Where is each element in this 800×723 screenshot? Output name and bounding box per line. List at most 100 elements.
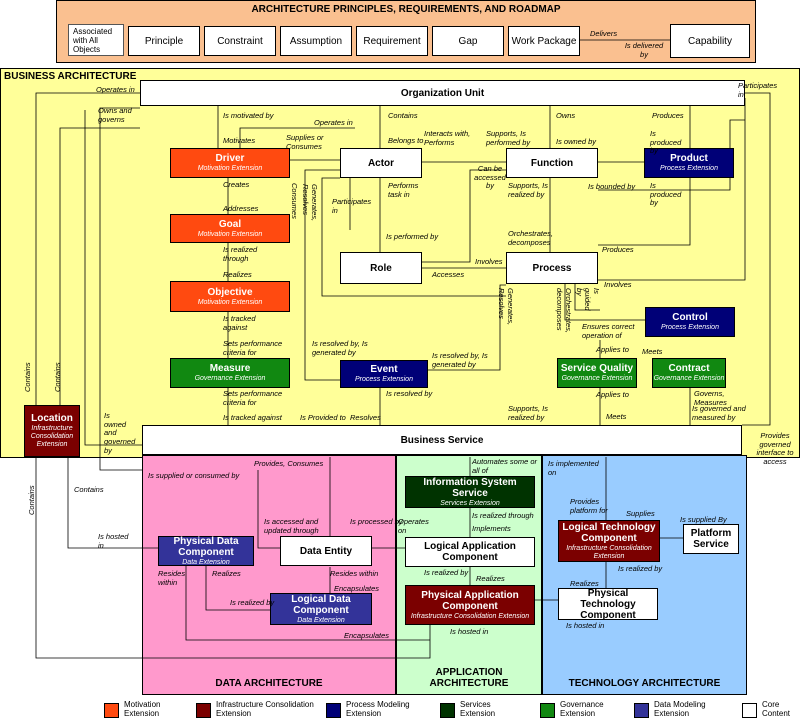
rel-sets-perf: Sets performance criteria for [223,339,283,357]
rel-is-supplied-by: Is supplied By [680,515,727,524]
service-quality-label: Service Quality [560,363,634,375]
rel-addresses: Addresses [223,204,259,213]
rel-ensures: Ensures correct operation of [582,322,635,340]
event-ext: Process Extension [355,376,413,384]
process-box[interactable]: Process [506,252,598,284]
is-delivered-by-label: Is delivered by [624,41,664,59]
rel-is-guided-by: Is guided by [574,288,601,311]
rel-is-tracked-against: Is tracked against [223,314,256,332]
rel-encapsulates: Encapsulates [334,584,380,593]
rel-applies-to-2: Applies to [596,390,629,399]
physical-technology-component-box[interactable]: Physical Technology Component [558,588,658,621]
data-entity-box[interactable]: Data Entity [280,536,372,566]
rel-is-resolved-gen: Is resolved by, Is generated by [312,339,368,357]
rel-supplies: Supplies [626,509,655,518]
rel-generates-resolves: Generates, Resolves [301,184,319,222]
rel-is-realized-by: Is realized by [424,568,469,577]
constraint-label: Constraint [217,35,263,47]
platform-service-box[interactable]: Platform Service [683,524,739,554]
rel-involves: Involves [475,257,503,266]
work-package-box[interactable]: Work Package [508,26,580,56]
organization-unit-box[interactable]: Organization Unit [140,80,745,106]
rel-supports-realized: Supports, Is realized by [508,181,549,199]
legend-services-label: Services Extension [460,700,496,719]
gap-box[interactable]: Gap [432,26,504,56]
principle-box[interactable]: Principle [128,26,200,56]
rel-implements: Implements [472,524,511,533]
rel-realizes-4: Realizes [570,579,599,588]
capability-box[interactable]: Capability [670,24,750,58]
rel-applies-to: Applies to [596,345,629,354]
rel-is-resolved-gen-2: Is resolved by, Is generated by [432,351,488,369]
rel-owns-governs: Owns and governs [98,106,132,124]
event-label: Event [370,364,398,376]
function-box[interactable]: Function [506,148,598,178]
rel-resides-within: Resides within [158,569,186,587]
rel-contains-l2: Contains [53,362,62,392]
legend-governance-swatch [540,703,555,718]
rel-participates-in: Participates in [738,81,778,99]
goal-label: Goal [218,218,242,230]
rel-is-motivated-by: Is motivated by [223,111,274,120]
contract-ext: Governance Extension [653,375,725,383]
rel-governs: Governs, Measures [694,389,727,407]
technology-architecture-title: TECHNOLOGY ARCHITECTURE [568,678,721,689]
rel-involves-2: Involves [604,280,632,289]
physical-application-component-label: Physical Application Component [421,589,519,612]
application-architecture-title: APPLICATION ARCHITECTURE [429,667,509,689]
rel-is-provided-to: Is Provided to [300,413,346,422]
rel-is-realized-through-2: Is realized through [472,511,534,520]
rel-meets: Meets [642,347,663,356]
rel-orchestrates-2: Orchestrates, decomposes [555,288,573,334]
legend-core-label: Core Content [762,700,791,719]
control-label: Control [672,312,708,324]
function-label: Function [530,157,574,169]
assumption-box[interactable]: Assumption [280,26,352,56]
location-ext: Infrastructure Consolidation Extension [30,425,74,448]
requirement-box[interactable]: Requirement [356,26,428,56]
rel-is-realized-through: Is realized through [223,245,258,263]
rel-can-be-accessed: Can be accessed by [474,164,506,191]
associated-label: Associated with All Objects [68,24,124,56]
rel-contains-d2: Contains [74,485,104,494]
legend-data-modeling-swatch [634,703,649,718]
actor-label: Actor [367,157,395,169]
principle-label: Principle [144,35,184,47]
business-service-box[interactable]: Business Service [142,425,742,455]
rel-is-owned-governed: Is owned and governed by [104,411,136,455]
logical-technology-component-ext: Infrastructure Consolidation Extension [566,544,652,560]
physical-data-component-label: Physical Data Component [173,535,239,558]
actor-box[interactable]: Actor [340,148,422,178]
rel-is-implemented-on: Is implemented on [548,459,599,477]
rel-is-supplied-consumed: Is supplied or consumed by [148,471,240,480]
logical-application-component-label: Logical Application Component [424,541,516,563]
assumption-label: Assumption [289,35,343,47]
role-box[interactable]: Role [340,252,422,284]
rel-is-bounded-by: Is bounded by [588,182,636,191]
gap-label: Gap [458,35,478,47]
legend-infra-swatch [196,703,211,718]
rel-is-tracked-against-2: Is tracked against [223,413,282,422]
rel-is-performed-by: Is performed by [386,232,439,241]
logical-application-component-box[interactable]: Logical Application Component [405,537,535,567]
legend-motivation-label: Motivation Extension [124,700,161,719]
constraint-box[interactable]: Constraint [204,26,276,56]
requirement-label: Requirement [363,35,421,47]
legend-process-swatch [326,703,341,718]
